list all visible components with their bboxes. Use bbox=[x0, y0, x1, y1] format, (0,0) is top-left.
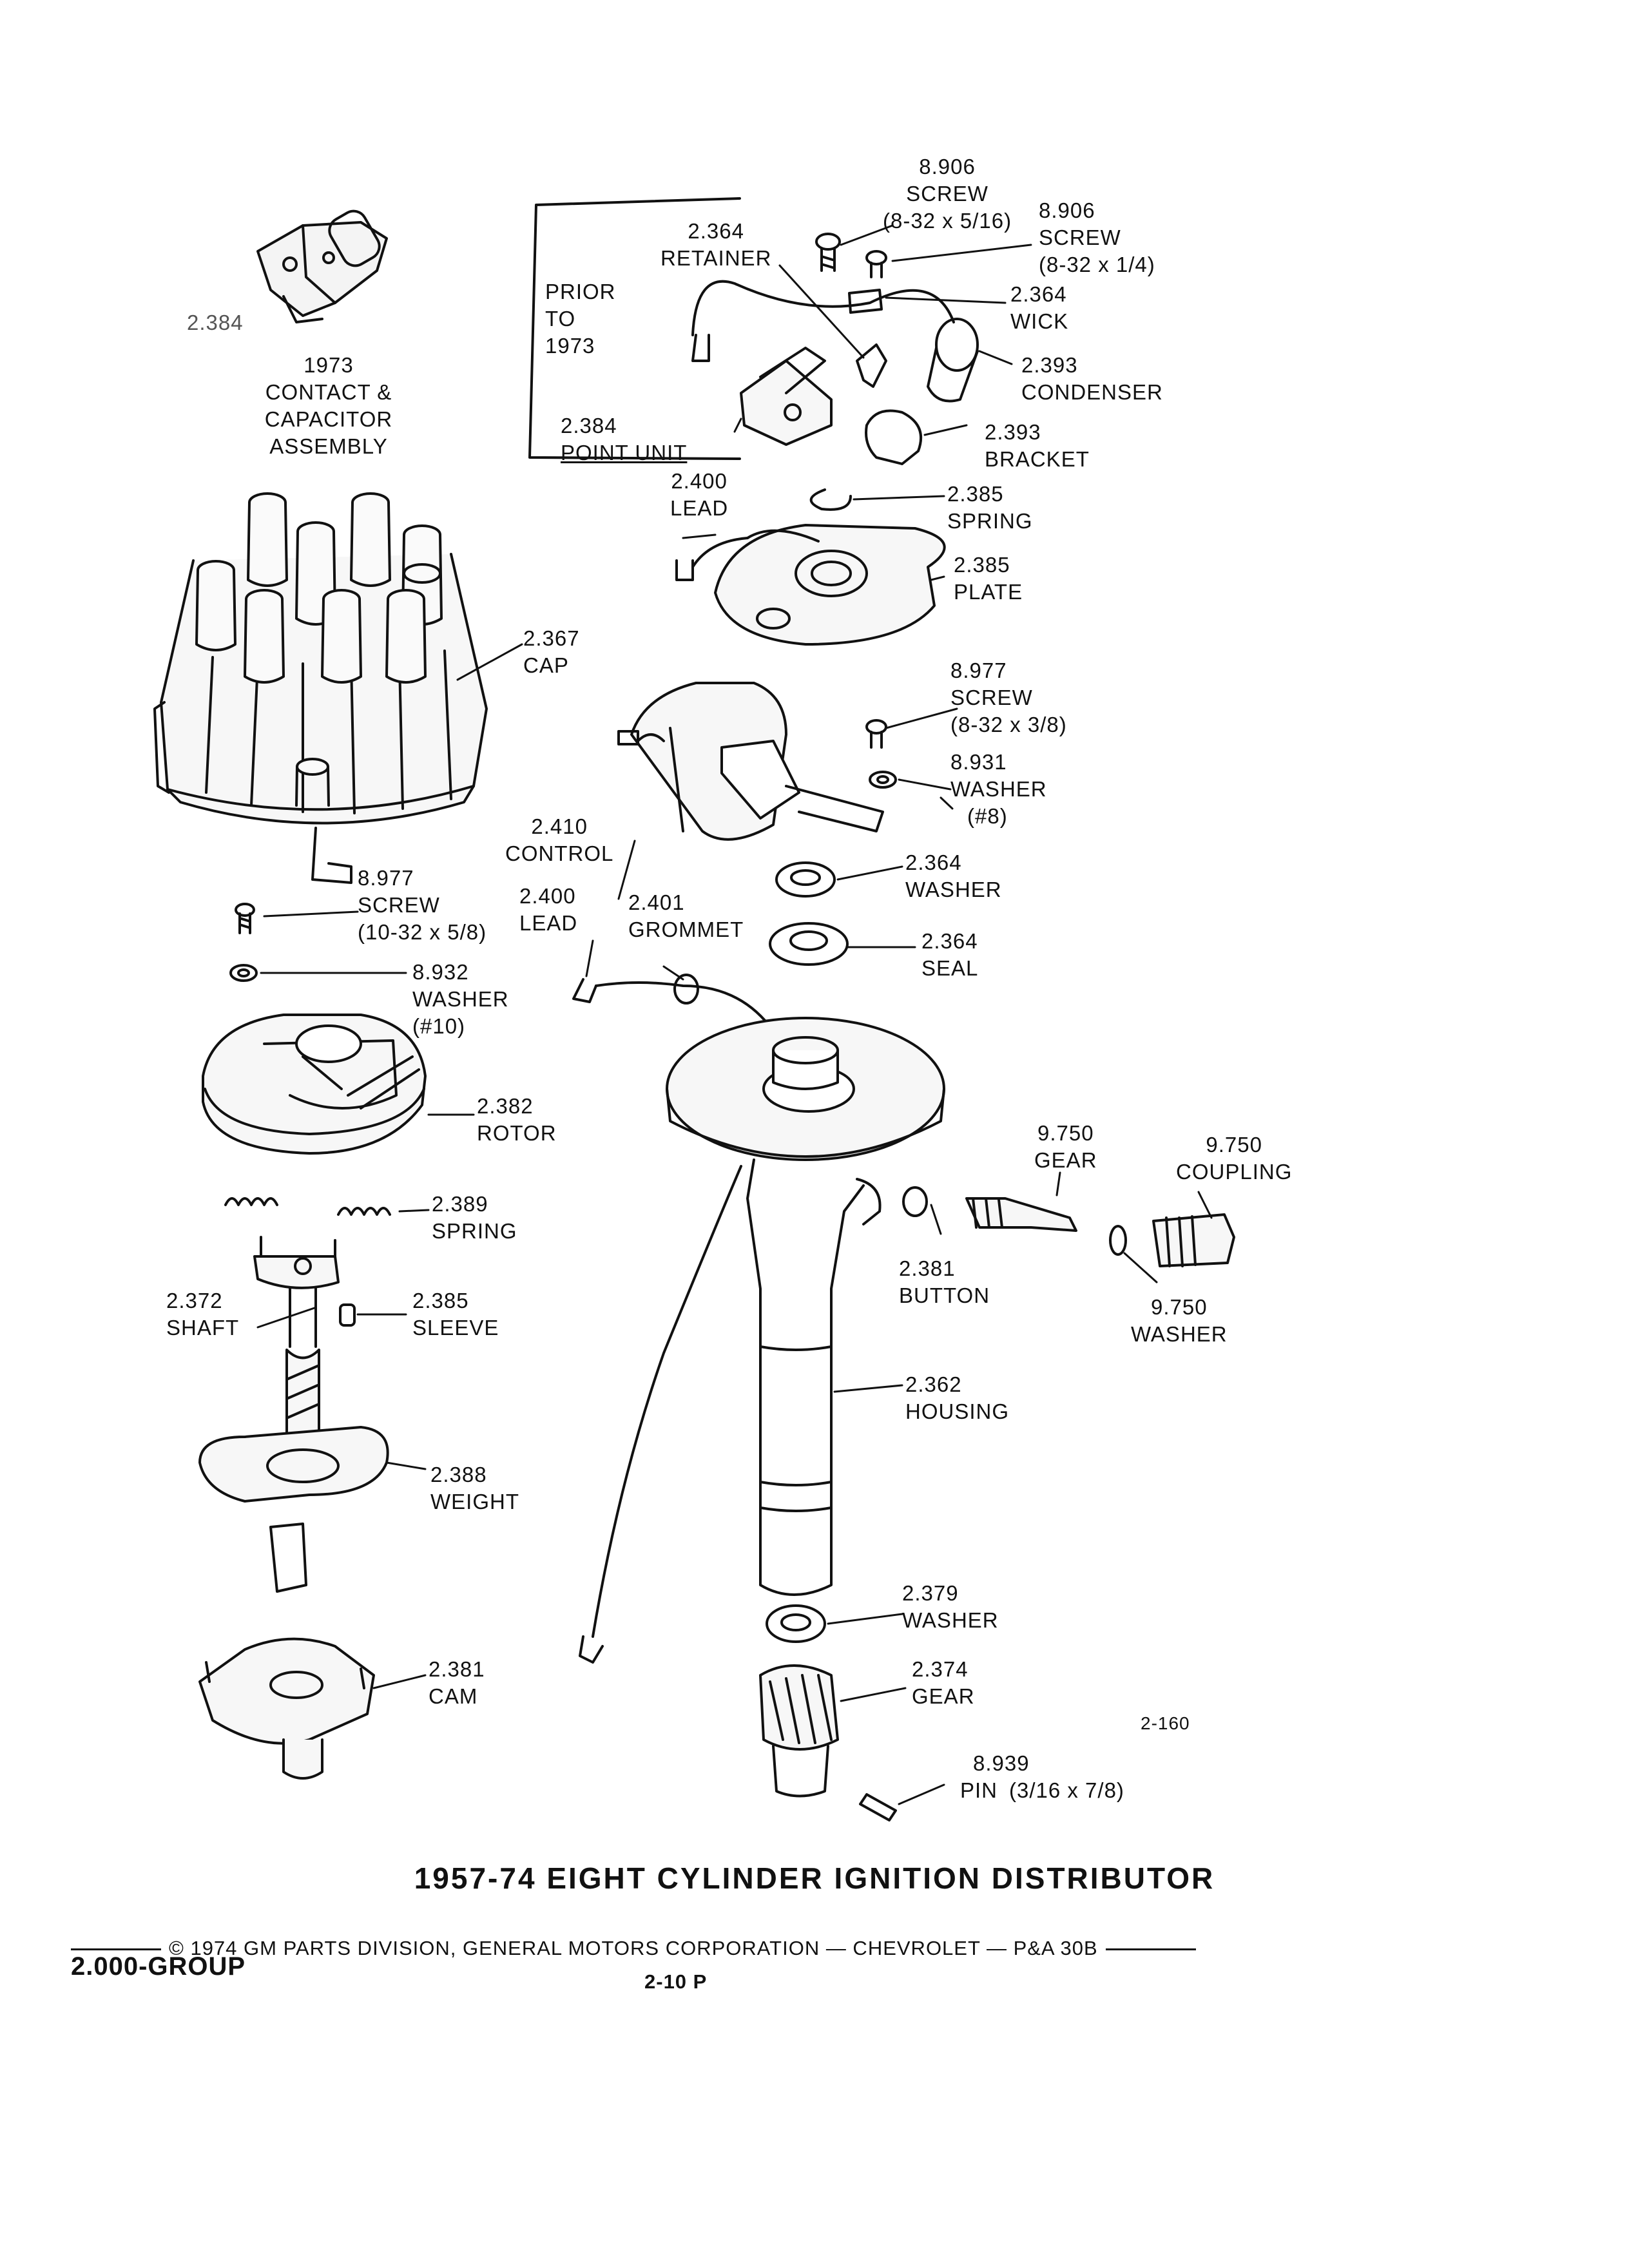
pin-part bbox=[859, 1793, 897, 1821]
prior-to-1973-box bbox=[528, 197, 741, 460]
plate-spring-part bbox=[809, 488, 852, 511]
screw-5-16-part bbox=[815, 233, 841, 272]
point-unit-part bbox=[691, 334, 833, 446]
bracket-part bbox=[865, 409, 922, 465]
wick-part bbox=[848, 289, 883, 314]
weight-part bbox=[198, 1426, 389, 1503]
housing-part bbox=[579, 1017, 945, 1664]
cap-towers bbox=[195, 492, 443, 807]
rotor-part bbox=[202, 1014, 427, 1155]
shaft-part bbox=[253, 1236, 340, 1593]
retainer-part bbox=[856, 343, 887, 388]
coupling-washer-part bbox=[1109, 1225, 1127, 1256]
condenser-part bbox=[691, 280, 979, 403]
seal-part bbox=[769, 922, 849, 966]
figure-number: 2-160 bbox=[1141, 1713, 1190, 1733]
screw-1-4-part bbox=[865, 250, 887, 278]
callout-contact-assembly-text: 1973 CONTACT & CAPACITOR ASSEMBLY bbox=[264, 353, 393, 458]
footer-group: 2.000-GROUP bbox=[71, 1952, 246, 1981]
leader-lines bbox=[256, 224, 1213, 1805]
lead-grommet-part bbox=[572, 974, 775, 1032]
screw-3-8-part bbox=[865, 719, 887, 749]
vacuum-control-part bbox=[617, 682, 884, 841]
gear-2374-part bbox=[759, 1664, 839, 1798]
breaker-plate-part bbox=[675, 524, 946, 646]
footer-page-number: 2-10 P bbox=[644, 1970, 708, 1993]
callout-pin-spec: (3/16 x 7/8) bbox=[1009, 1778, 1124, 1802]
coupling-part bbox=[1152, 1213, 1235, 1267]
footer-copyright: © 1974 GM PARTS DIVISION, GENERAL MOTORS… bbox=[71, 1937, 1196, 1960]
cam-part bbox=[198, 1637, 375, 1780]
weight-springs-part bbox=[224, 1197, 391, 1216]
washer-2379-part bbox=[766, 1604, 826, 1643]
washer-8-part bbox=[869, 771, 897, 789]
contact-assembly-1973-part bbox=[256, 209, 388, 323]
sleeve-part bbox=[339, 1303, 356, 1327]
distributor-cap-part bbox=[153, 492, 488, 884]
screw-10-32-part bbox=[235, 903, 255, 934]
page-title: 1957-74 EIGHT CYLINDER IGNITION DISTRIBU… bbox=[414, 1861, 1215, 1895]
washer-10-part bbox=[229, 964, 258, 982]
callout-contact-assembly: 2.384 bbox=[187, 311, 244, 334]
drive-gear-part bbox=[902, 1186, 1077, 1232]
washer-2364-part bbox=[775, 861, 836, 898]
